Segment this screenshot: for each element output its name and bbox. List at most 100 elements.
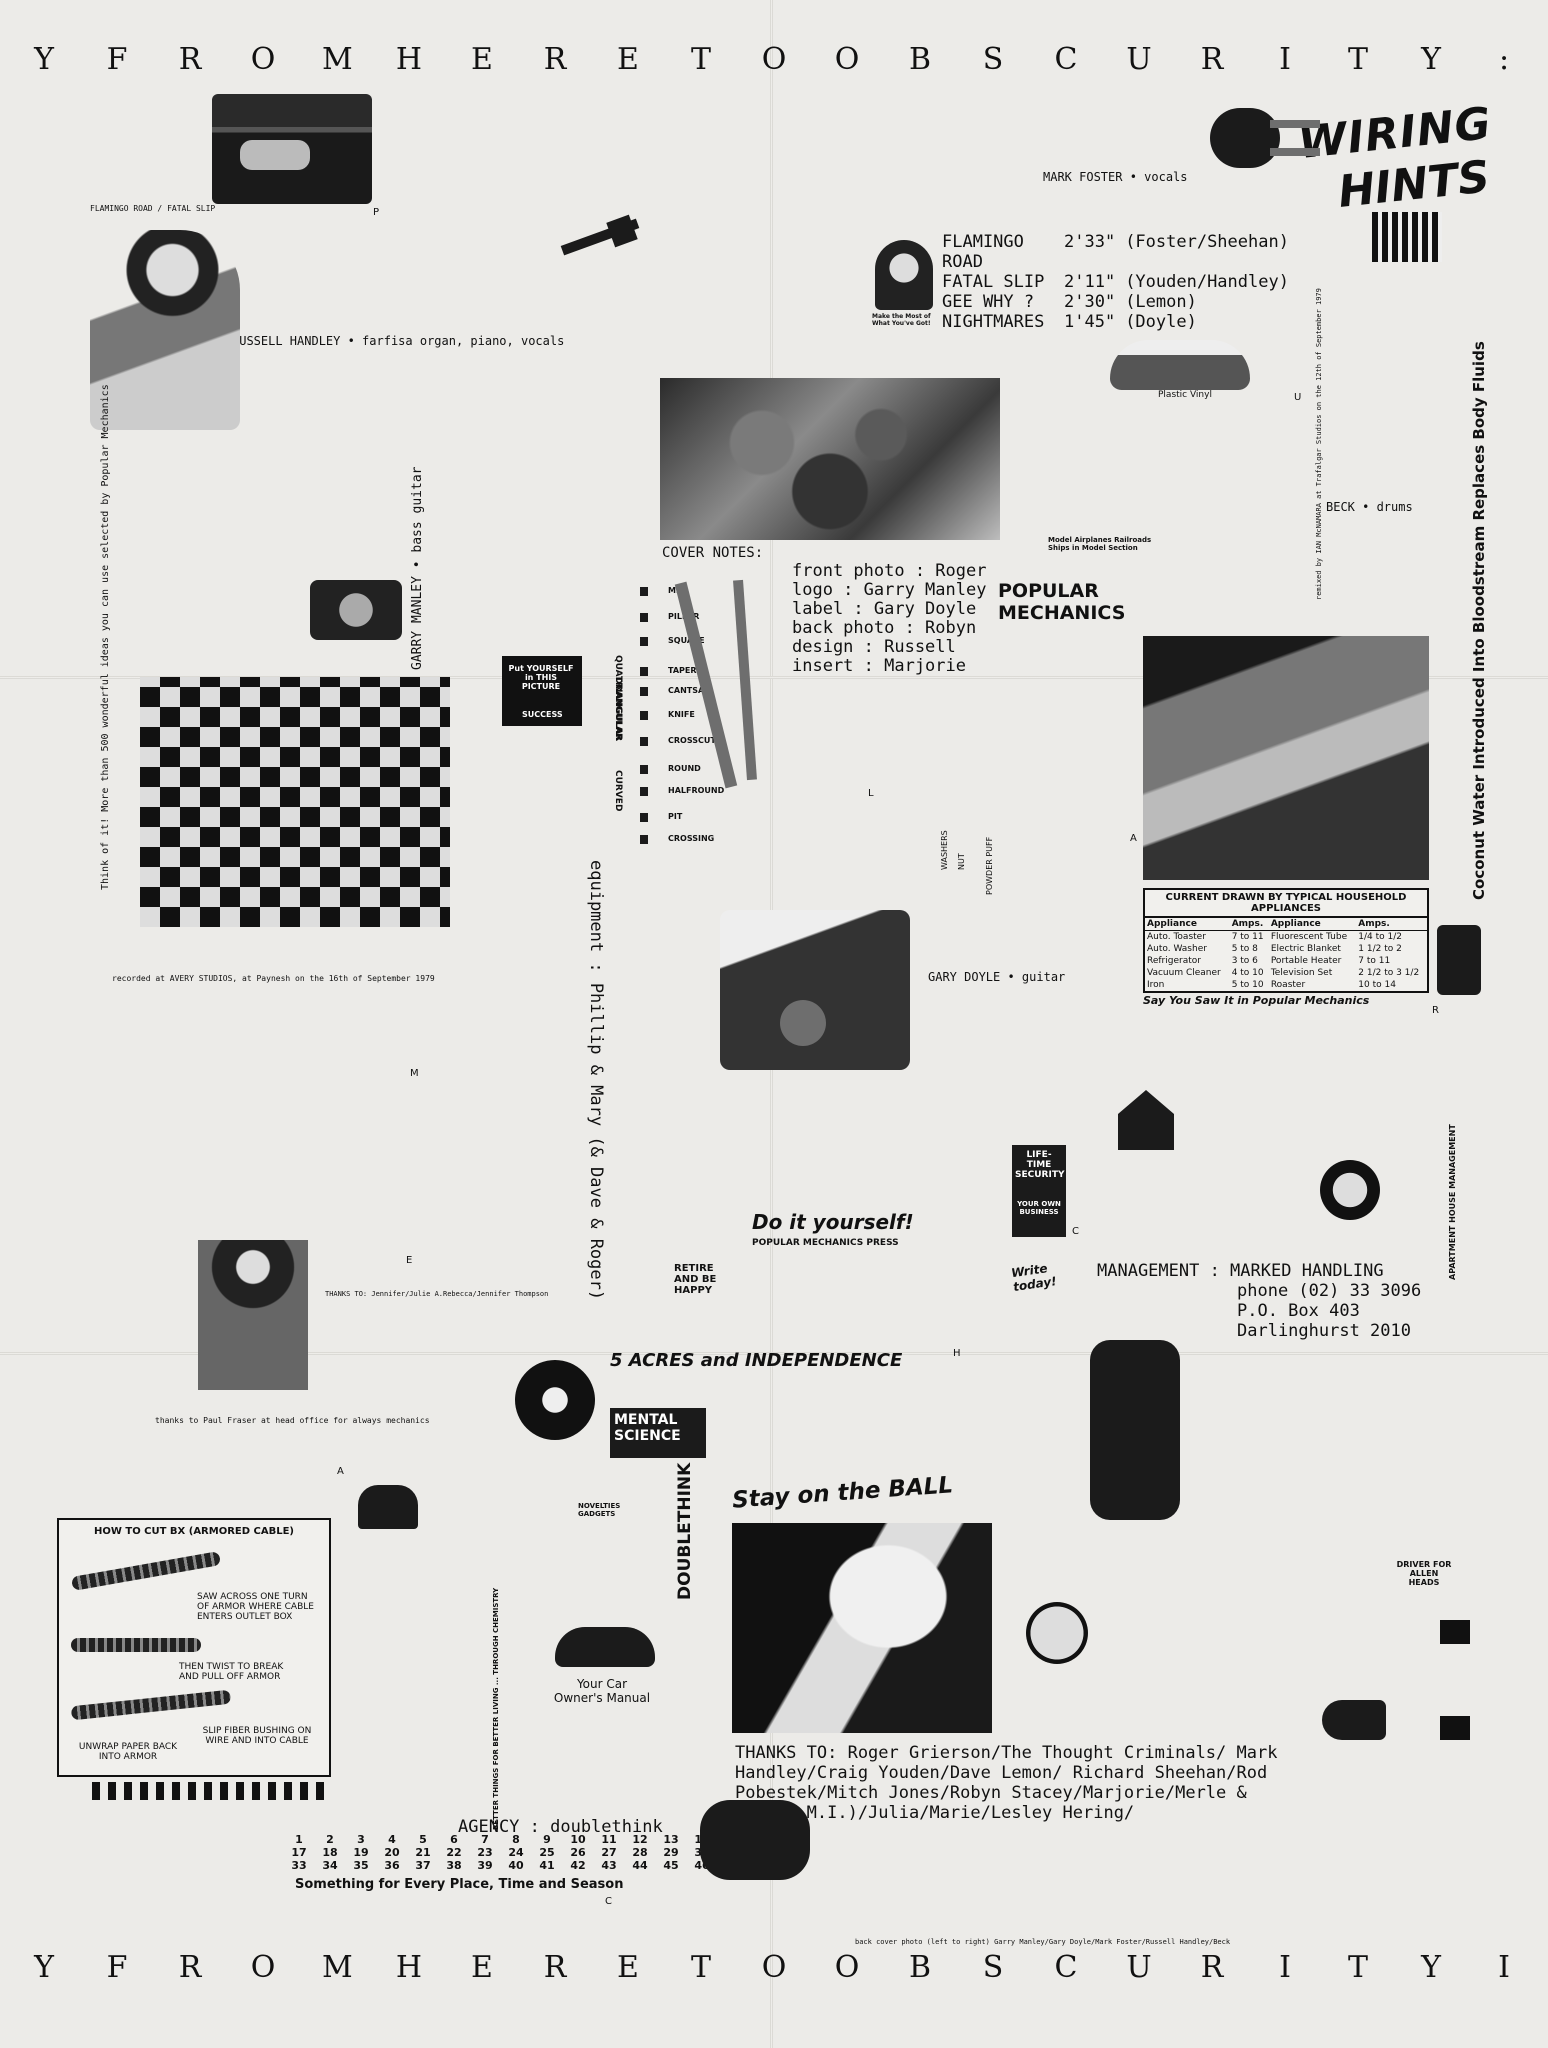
letter-mark-r: R	[1432, 1005, 1439, 1016]
banner-top-letter: F	[106, 42, 130, 77]
banner-top-letter: R	[1200, 42, 1226, 77]
track-row: GEE WHY ?2'30"(Lemon)	[942, 292, 1289, 312]
table-cell: Roaster	[1270, 980, 1306, 990]
put-yourself-text: Put YOURSELF in THIS PICTURE	[508, 664, 574, 691]
calendar-number: 1	[295, 1833, 303, 1846]
calendar-number: 12	[632, 1833, 648, 1846]
banner-top-letter: B	[908, 42, 934, 77]
plug-illustration	[1210, 108, 1280, 168]
fold-crease-upper	[0, 676, 1548, 679]
airplane-cabin-photo	[1143, 636, 1429, 880]
file-type-label: CROSSING	[668, 834, 715, 843]
file-type-label: CANTSAW	[668, 686, 713, 695]
calendar-number: 45	[663, 1859, 679, 1872]
file-type-label: KNIFE	[668, 710, 695, 719]
track-writer: (Youden/Handley)	[1125, 272, 1289, 292]
track-title: FLAMINGO ROAD	[942, 232, 1024, 272]
tool-label-washers: WASHERS	[940, 830, 949, 870]
think-of-it-text: Think of it! More than 500 wonderful ide…	[100, 384, 111, 890]
credit-guitar: GARY DOYLE • guitar	[928, 970, 1066, 984]
banner-top-letter: O	[761, 42, 789, 77]
banner-bottom-letter: R	[1200, 1950, 1226, 1985]
letter-mark-a2: A	[337, 1466, 344, 1477]
calendar-number: 17	[291, 1846, 307, 1859]
table-saw-illustration	[720, 910, 910, 1070]
table-cell: Auto. Toaster	[1147, 932, 1206, 942]
banner-bottom-letter: O	[761, 1950, 789, 1985]
table-cell: 1/4 to 1/2	[1358, 932, 1402, 942]
table-cell: Iron	[1147, 980, 1165, 990]
calendar-number: 34	[322, 1859, 338, 1872]
letter-mark-e: E	[406, 1255, 413, 1266]
table-cell: Portable Heater	[1270, 956, 1342, 966]
calendar-number: 8	[512, 1833, 520, 1846]
thanks-to-block: THANKS TO: Roger Grierson/The Thought Cr…	[735, 1743, 1278, 1823]
banner-bottom-letter: T	[1347, 1950, 1370, 1985]
vintage-car-illustration	[1110, 340, 1250, 390]
track-writer: (Doyle)	[1125, 312, 1197, 332]
file-profile-icon	[640, 737, 648, 746]
track-time: 2'33"	[1064, 232, 1116, 252]
calendar-number: 19	[353, 1846, 369, 1859]
table-header-cell: Amps.	[1356, 918, 1427, 931]
thanks-small: THANKS TO: Jennifer/Julie A.Rebecca/Jenn…	[325, 1290, 549, 1298]
track-title: FATAL SLIP	[942, 272, 1045, 292]
back-cover-caption: back cover photo (left to right) Garry M…	[855, 1938, 1231, 1946]
banner-top-letter: M	[322, 42, 355, 77]
calendar-number: 21	[415, 1846, 431, 1859]
track-time: 2'11"	[1064, 272, 1116, 292]
machinist-photo	[198, 1240, 308, 1390]
banner-bottom-letter: E	[617, 1950, 641, 1985]
banner-bottom-letter: R	[178, 1950, 204, 1985]
calendar-number: 18	[322, 1846, 338, 1859]
file-profile-icon	[640, 637, 648, 646]
hand-with-gauge	[1320, 1160, 1380, 1220]
cover-note-line: front photo : Roger	[792, 561, 987, 581]
banner-top-letter: O	[834, 42, 862, 77]
banner-bottom-letter: U	[1126, 1950, 1154, 1985]
letter-mark-u: U	[1294, 392, 1302, 403]
woman-profile-photo	[732, 1523, 992, 1733]
track-writer: (Lemon)	[1125, 292, 1197, 312]
file-type-label: CROSSCUT	[668, 736, 716, 745]
table-cell: 5 to 10	[1231, 980, 1264, 990]
calendar-number: 29	[663, 1846, 679, 1859]
armored-cable-1	[70, 1551, 222, 1591]
calendar-number: 33	[291, 1859, 307, 1872]
calendar-number: 41	[539, 1859, 555, 1872]
wall-clock-icon	[1026, 1602, 1088, 1664]
file-profile-icon	[640, 765, 648, 774]
recorded-note: recorded at AVERY STUDIOS, at Paynesh on…	[112, 974, 435, 983]
table-cell: 2 1/2 to 3 1/2	[1358, 968, 1420, 978]
calendar-number: 43	[601, 1859, 617, 1872]
table-cell: Television Set	[1270, 968, 1333, 978]
file-type-label: SQUARE	[668, 636, 705, 645]
banner-bottom-letter: M	[322, 1950, 355, 1985]
telephone-icon	[1440, 1620, 1470, 1740]
cut-bx-step-1: SAW ACROSS ONE TURN OF ARMOR WHERE CABLE…	[197, 1592, 314, 1622]
calendar-number: 27	[601, 1846, 617, 1859]
calendar-number: 4	[388, 1833, 396, 1846]
cover-note-line: insert : Marjorie	[792, 656, 966, 676]
banner-top-letter: S	[982, 42, 1006, 77]
banner-top-letter: U	[1126, 42, 1154, 77]
mental-science-sign	[610, 1408, 706, 1458]
cut-bx-step-2: THEN TWIST TO BREAK AND PULL OFF ARMOR	[179, 1662, 284, 1682]
banner-bottom-letter: I	[1279, 1950, 1293, 1985]
cut-bx-step-3a: UNWRAP PAPER BACK INTO ARMOR	[78, 1742, 178, 1762]
banner-top-letter: Y	[1421, 42, 1443, 77]
cover-note-line: label : Gary Doyle	[792, 599, 977, 619]
management-po: P.O. Box 403	[1237, 1301, 1360, 1321]
car-owner-manual-label: Your Car Owner's Manual	[553, 1677, 651, 1705]
lifetime-security-ad	[1012, 1145, 1066, 1237]
table-cell: 7 to 11	[1231, 932, 1264, 942]
table-cell: 4 to 10	[1231, 968, 1264, 978]
table-cell: 5 to 8	[1231, 944, 1258, 954]
mental-science-text: MENTAL SCIENCE	[614, 1412, 681, 1444]
calendar-number: 20	[384, 1846, 400, 1859]
banner-bottom-letter: S	[982, 1950, 1006, 1985]
